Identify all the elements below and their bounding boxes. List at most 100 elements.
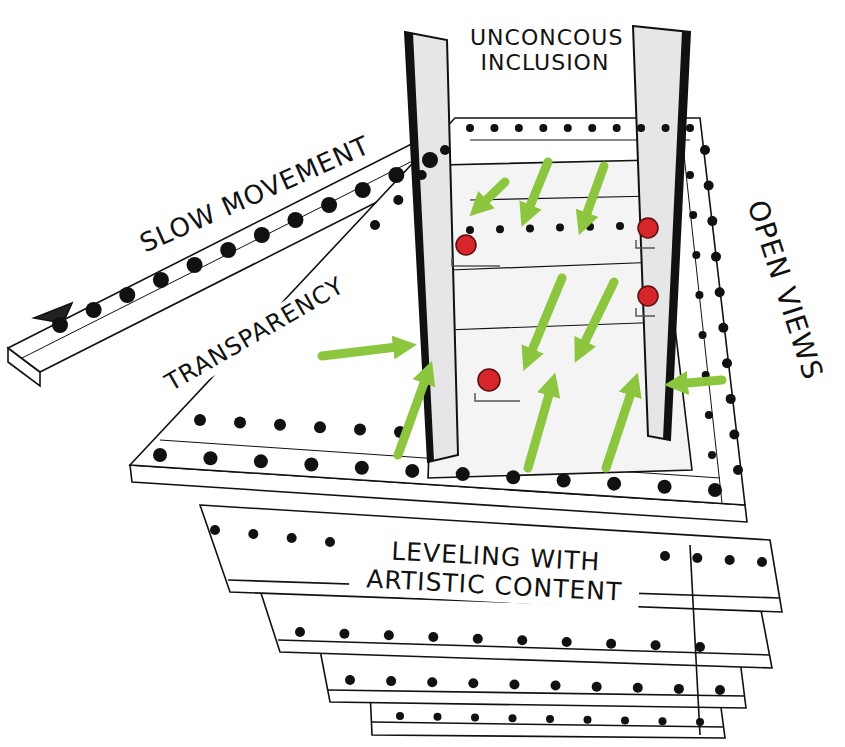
column-dot [726,394,736,404]
column-dot [295,627,305,637]
column-dot [729,429,739,439]
column-dot [490,124,498,132]
ledge [475,393,520,401]
column-dot [705,411,713,419]
column-dot [692,553,702,563]
column-dot [234,416,246,428]
flow-arrow [478,182,505,208]
flow-arrow [583,166,604,224]
column-dot [674,684,684,694]
column-dot [515,124,523,132]
flow-arrow [398,372,428,455]
flow-arrow [528,384,552,468]
column-dot [354,424,366,436]
gallery-edge [445,322,668,330]
concept-label: UNCONCOUS INCLUSION [465,24,625,77]
flow-arrow [322,346,405,356]
column-dot [220,242,236,258]
column-dot [210,525,220,535]
column-dot [153,448,167,462]
column-dot [621,717,629,725]
plate-divider [690,545,700,735]
column-dot [660,551,670,561]
column-dot [254,454,268,468]
column-dot [704,181,714,191]
column-dot [695,642,705,652]
floor-plates [200,505,782,738]
red-point [456,235,476,255]
column-dot [370,220,380,230]
column-dot [546,715,554,723]
column-dot [496,225,504,233]
column-dot [551,681,561,691]
direction-arrow [34,303,72,323]
column-dot [556,224,564,232]
column-dot [304,458,318,472]
column-dot [695,291,703,299]
column-dot [428,632,438,642]
column-dot [287,212,303,228]
column-dot [339,629,349,639]
column-dot [119,287,135,303]
wall-panel [633,26,690,440]
column-dot [456,467,470,481]
column-dot [725,555,735,565]
column-dot [466,226,474,234]
column-dot [715,287,725,297]
column-dot [708,451,716,459]
column-dot [592,682,602,692]
flow-arrow [580,282,614,352]
plate-edge [372,722,724,727]
column-dot [355,182,371,198]
red-points [456,218,658,391]
column-dot [440,145,450,155]
column-dot [686,171,694,179]
column-dot [471,714,479,722]
red-point [638,286,658,306]
flow-arrow [526,162,548,216]
column-dot [396,712,404,720]
column-dot [637,124,645,132]
column-dot [564,124,572,132]
column-dot [539,124,547,132]
column-dot [692,251,700,259]
column-dot [345,675,355,685]
column-dot [509,714,517,722]
column-dot [248,529,258,539]
column-dot [699,331,707,339]
column-dot [468,678,478,688]
column-dot [187,257,203,273]
column-dot [633,683,643,693]
column-dot [689,211,697,219]
column-dot [696,718,704,726]
column-dot [434,713,442,721]
column-dot [711,252,721,262]
ledge [636,240,655,248]
column-dot [153,272,169,288]
column-dot [509,679,519,689]
column-dot [194,414,206,426]
floor-plate [200,505,782,612]
column-dot [658,480,672,494]
column-dot [557,473,571,487]
gallery-edge [470,196,655,200]
ledges [452,240,655,401]
column-dot [473,634,483,644]
column-dot [526,224,534,232]
flow-arrow [676,380,722,384]
column-dot [715,685,725,695]
wall-panel [405,32,458,462]
column-dot [254,227,270,243]
column-dot [422,152,438,168]
column-dot [388,167,404,183]
column-dot [506,470,520,484]
column-dot [616,222,624,230]
column-dot [325,537,335,547]
column-dot [718,323,728,333]
column-dot [274,419,286,431]
column-dot [708,483,722,497]
column-dot [52,317,68,333]
